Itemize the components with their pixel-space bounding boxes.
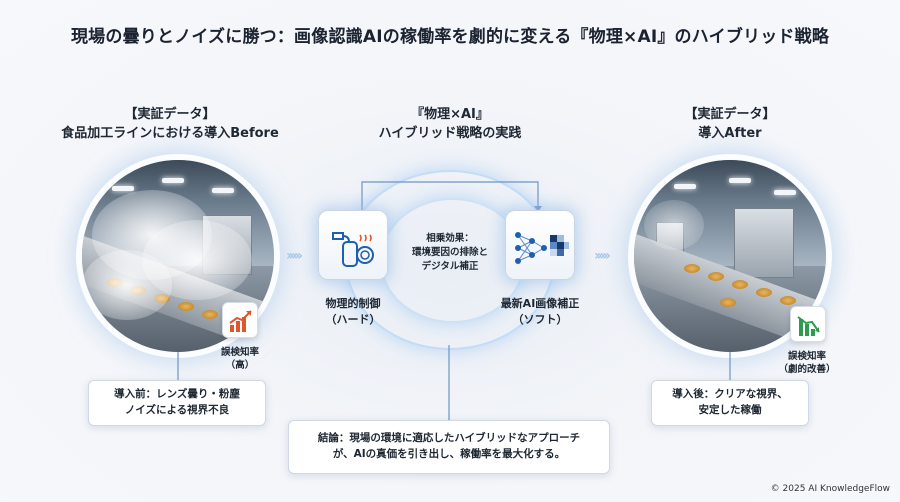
- synergy-effect-text: 相乗効果： 環境要因の排除と デジタル補正: [398, 232, 502, 274]
- flow-arrow-right: ›››››: [594, 248, 611, 264]
- right-heading-line1: 【実証データ】: [684, 107, 776, 122]
- after-note-box: 導入後：クリアな視界、 安定した稼働: [651, 380, 809, 426]
- neural-network-icon: [515, 232, 569, 264]
- center-heading-line2: ハイブリッド戦略の実践: [378, 126, 522, 141]
- center-heading-line1: 『物理×AI』: [411, 107, 489, 122]
- left-heading-line2: 食品加工ラインにおける導入Before: [61, 126, 279, 141]
- before-factory-photo: [82, 160, 274, 352]
- synergy-effect-line2: 環境要因の排除と: [411, 247, 488, 258]
- before-metric-label: 誤検知率 （高）: [210, 346, 270, 372]
- synergy-effect-line3: デジタル補正: [421, 261, 479, 272]
- right-heading: 【実証データ】 導入After: [610, 105, 850, 143]
- copyright-footer: © 2025 AI KnowledgeFlow: [770, 484, 890, 494]
- page-title: 現場の曇りとノイズに勝つ：画像認識AIの稼働率を劇的に変える『物理×AI』のハイ…: [70, 27, 830, 47]
- after-metric-line1: 誤検知率: [787, 351, 826, 362]
- after-metric-label: 誤検知率 （劇的改善）: [772, 350, 842, 376]
- after-note-line1: 導入後：クリアな視界、: [672, 388, 788, 400]
- falling-bar-chart-icon: [790, 306, 826, 342]
- before-note-box: 導入前：レンズ曇り・粉塵 ノイズによる視界不良: [88, 380, 266, 426]
- ai-correction-label: 最新AI画像補正 （ソフト）: [482, 296, 598, 328]
- before-metric-line2: （高）: [225, 360, 255, 371]
- connector-arrow: [361, 181, 542, 212]
- heater-camera-icon: [332, 232, 374, 267]
- after-note-line2: 安定した稼働: [698, 404, 762, 416]
- conclusion-box: 結論：現場の環境に適応したハイブリッドなアプローチ が、AIの真価を引き出し、稼…: [288, 420, 610, 474]
- center-heading: 『物理×AI』 ハイブリッド戦略の実践: [330, 105, 570, 143]
- before-note-line2: ノイズによる視界不良: [124, 404, 230, 416]
- ai-correction-line2: （ソフト）: [512, 313, 568, 326]
- conclusion-line1: 結論：現場の環境に適応したハイブリッドなアプローチ: [317, 432, 581, 444]
- physical-control-line1: 物理的制御: [325, 297, 381, 310]
- synergy-effect-line1: 相乗効果：: [426, 233, 474, 244]
- physical-control-line2: （ハード）: [325, 313, 381, 326]
- ai-correction-line1: 最新AI画像補正: [500, 297, 580, 310]
- before-metric-line1: 誤検知率: [220, 347, 259, 358]
- ai-correction-card: [505, 210, 575, 280]
- flow-arrow-left: ›››››: [286, 248, 303, 264]
- right-heading-line2: 導入After: [698, 126, 762, 141]
- after-metric-line2: （劇的改善）: [778, 364, 836, 375]
- left-heading-line1: 【実証データ】: [124, 107, 216, 122]
- physical-control-label: 物理的制御 （ハード）: [300, 296, 406, 328]
- rising-bar-chart-icon: [222, 302, 258, 338]
- conclusion-line2: が、AIの真価を引き出し、稼働率を最大化する。: [332, 448, 566, 460]
- before-note-line1: 導入前：レンズ曇り・粉塵: [114, 388, 240, 400]
- left-heading: 【実証データ】 食品加工ラインにおける導入Before: [30, 105, 310, 143]
- physical-control-card: [318, 210, 388, 280]
